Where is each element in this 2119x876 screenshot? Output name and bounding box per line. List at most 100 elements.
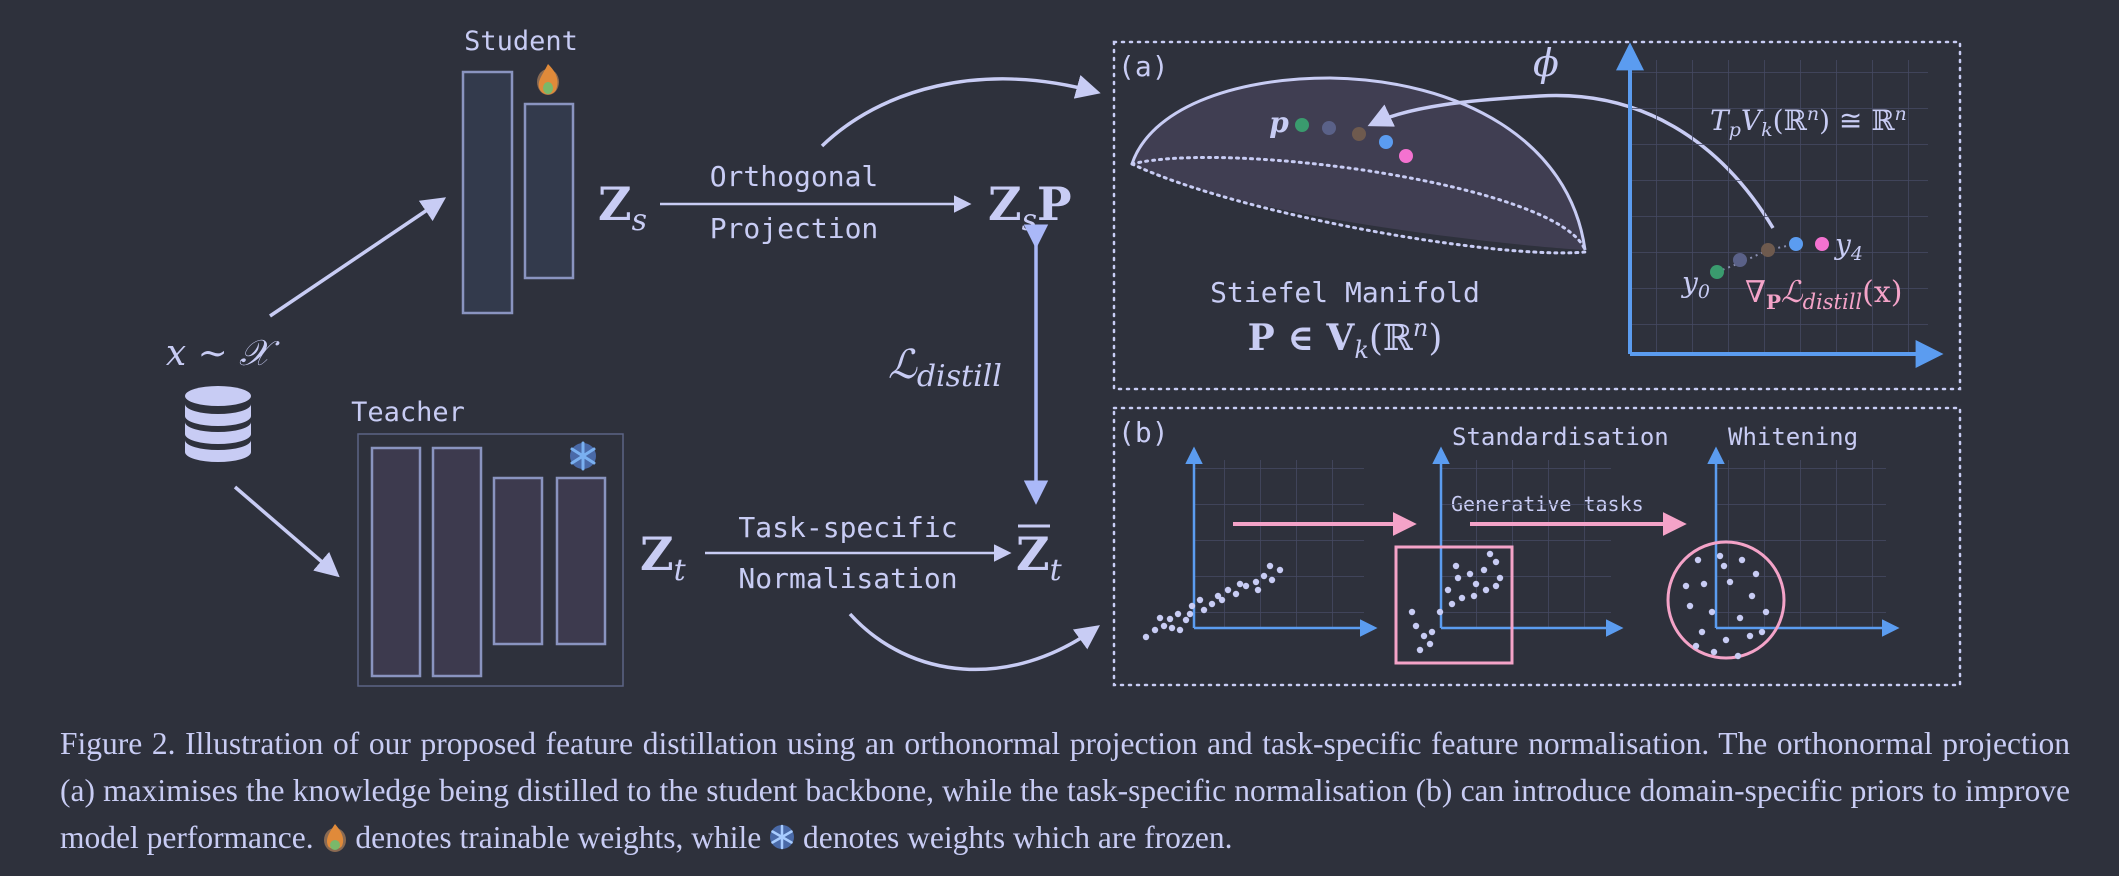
scatter-dot [1746,632,1754,640]
scatter-dot [1252,578,1260,586]
plot-standardised-grid [1441,460,1611,628]
scatter-dot [1682,582,1690,590]
zt-label: Zt [640,527,687,588]
manifold-point-3 [1352,127,1366,141]
scatter-dot [1722,636,1730,644]
arrow-to-teacher [233,485,340,578]
scatter-dot [1188,602,1196,610]
tangent-point-y3 [1789,237,1803,251]
standardisation-box [1394,545,1514,665]
stiefel-manifold-title: Stiefel Manifold [1210,276,1480,309]
scatter-dot [1448,600,1456,608]
scatter-dot [1726,578,1734,586]
gradient-path [1716,243,1797,273]
scatter-dot [1236,580,1244,588]
task-specific-label: Task-specific [738,511,957,544]
plot-raw-grid [1194,460,1364,628]
scatter-dot [1458,594,1466,602]
scatter-dot [1156,614,1164,622]
student-label: Student [464,26,578,57]
scatter-dot [1416,646,1424,654]
scatter-dot [1218,596,1226,604]
figure-diagram: x ∼ 𝒳 Student Teacher Zs Orthogonal Proj… [166,26,1962,687]
tangent-grid [1630,60,1928,353]
scatter-dot [1142,633,1150,641]
gradient-label: ∇Pℒdistill(x) [1745,275,1902,314]
scatter-dot [1492,558,1500,566]
manifold-point-5 [1399,149,1413,163]
distill-loss-label: ℒdistill [888,342,1002,394]
scatter-dot [1160,622,1168,630]
panel-a-tag: (a) [1118,50,1169,83]
scatter-dot [1708,608,1716,616]
scatter-dot [1151,626,1159,634]
scatter-dot [1266,562,1274,570]
curve-arrow-to-panel-b [848,612,1100,672]
teacher-layer-2 [431,446,483,678]
scatter-dot [1268,576,1276,584]
scatter-dot [1174,610,1182,618]
snowflake-icon [570,441,596,471]
scatter-dot [1492,582,1500,590]
scatter-dot [1686,602,1694,610]
scatter-dot [1436,608,1444,616]
scatter-dot [1454,574,1462,582]
student-layer-2 [523,102,575,280]
tangent-point-y0 [1710,265,1724,279]
figure-caption: Figure 2. Illustration of our proposed f… [60,720,2070,861]
manifold-rim [1130,155,1587,252]
scatter-dot [1452,562,1460,570]
teacher-layer-1 [370,446,422,678]
scatter-dot [1482,586,1490,594]
scatter-dot [1168,624,1176,632]
caption-text-main: Figure 2. Illustration of our proposed f… [60,726,2070,855]
scatter-dot [1720,562,1728,570]
orthogonal-label: Orthogonal [710,160,879,193]
raw-feature-points [1142,562,1284,641]
manifold-point-2 [1322,121,1336,135]
tangent-point-y2 [1761,243,1775,257]
scatter-dot [1470,592,1478,600]
scatter-dot [1700,580,1708,588]
scatter-dot [1186,610,1194,618]
tangent-point-y1 [1733,253,1747,267]
scatter-dot [1254,586,1262,594]
scatter-dot [1260,572,1268,580]
standardised-feature-points [1408,550,1504,654]
scatter-dot [1692,642,1700,650]
manifold-point-1 [1295,118,1309,132]
scatter-dot [1710,648,1718,656]
normalisation-label: Normalisation [738,562,957,595]
standardisation-label: Standardisation [1452,423,1669,451]
manifold-rim-lower [1130,162,1587,255]
scatter-dot [1166,615,1174,623]
scatter-dot [1208,600,1216,608]
scatter-dot [1480,566,1488,574]
zs-label: Zs [598,177,647,238]
teacher-frame [357,433,624,687]
scatter-dot [1200,606,1208,614]
scatter-dot [1716,552,1724,560]
scatter-dot [1758,628,1766,636]
arrow-to-student [269,197,447,318]
scatter-dot [1444,586,1452,594]
database-icon [185,386,251,462]
scatter-dot [1734,652,1742,660]
scatter-dot [1182,616,1190,624]
scatter-dot [1748,592,1756,600]
teacher-label: Teacher [351,397,465,428]
stiefel-manifold-surface [1132,78,1585,250]
scatter-dot [1472,580,1480,588]
panel-a-frame [1112,40,1962,391]
scatter-dot [1420,632,1428,640]
scatter-dot [1698,628,1706,636]
scatter-dot [1412,622,1420,630]
scatter-dot [1496,574,1504,582]
teacher-layer-3 [492,476,544,646]
zt-bar-label: Zt [1016,527,1063,588]
scatter-dot [1232,590,1240,598]
whitened-feature-points [1682,552,1770,660]
manifold-point-4 [1379,135,1393,149]
flame-icon [537,64,559,95]
scatter-dot [1408,608,1416,616]
